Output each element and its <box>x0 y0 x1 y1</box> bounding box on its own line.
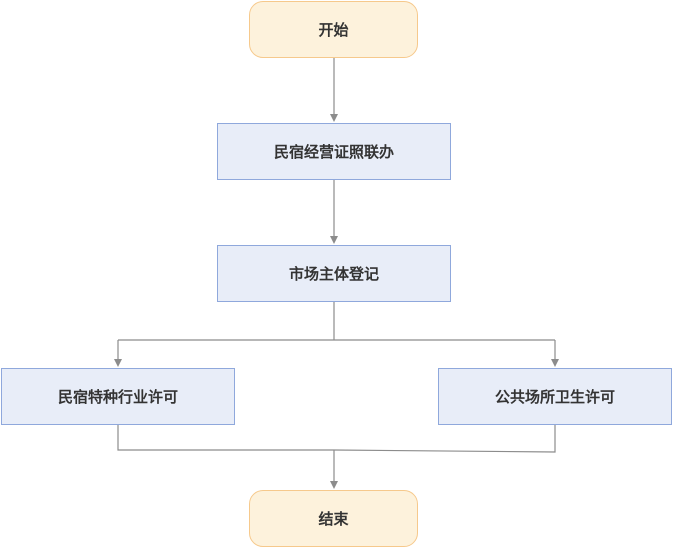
step-market-entity-registration: 市场主体登记 <box>217 245 451 302</box>
step-business-license-joint-processing: 民宿经营证照联办 <box>217 123 451 180</box>
edge-left-merge <box>117 425 334 451</box>
start-node: 开始 <box>249 1 418 58</box>
step-public-hygiene-permit: 公共场所卫生许可 <box>438 368 672 425</box>
step-special-industry-permit: 民宿特种行业许可 <box>1 368 235 425</box>
end-node: 结束 <box>249 490 418 547</box>
edge-right-merge <box>333 425 556 453</box>
